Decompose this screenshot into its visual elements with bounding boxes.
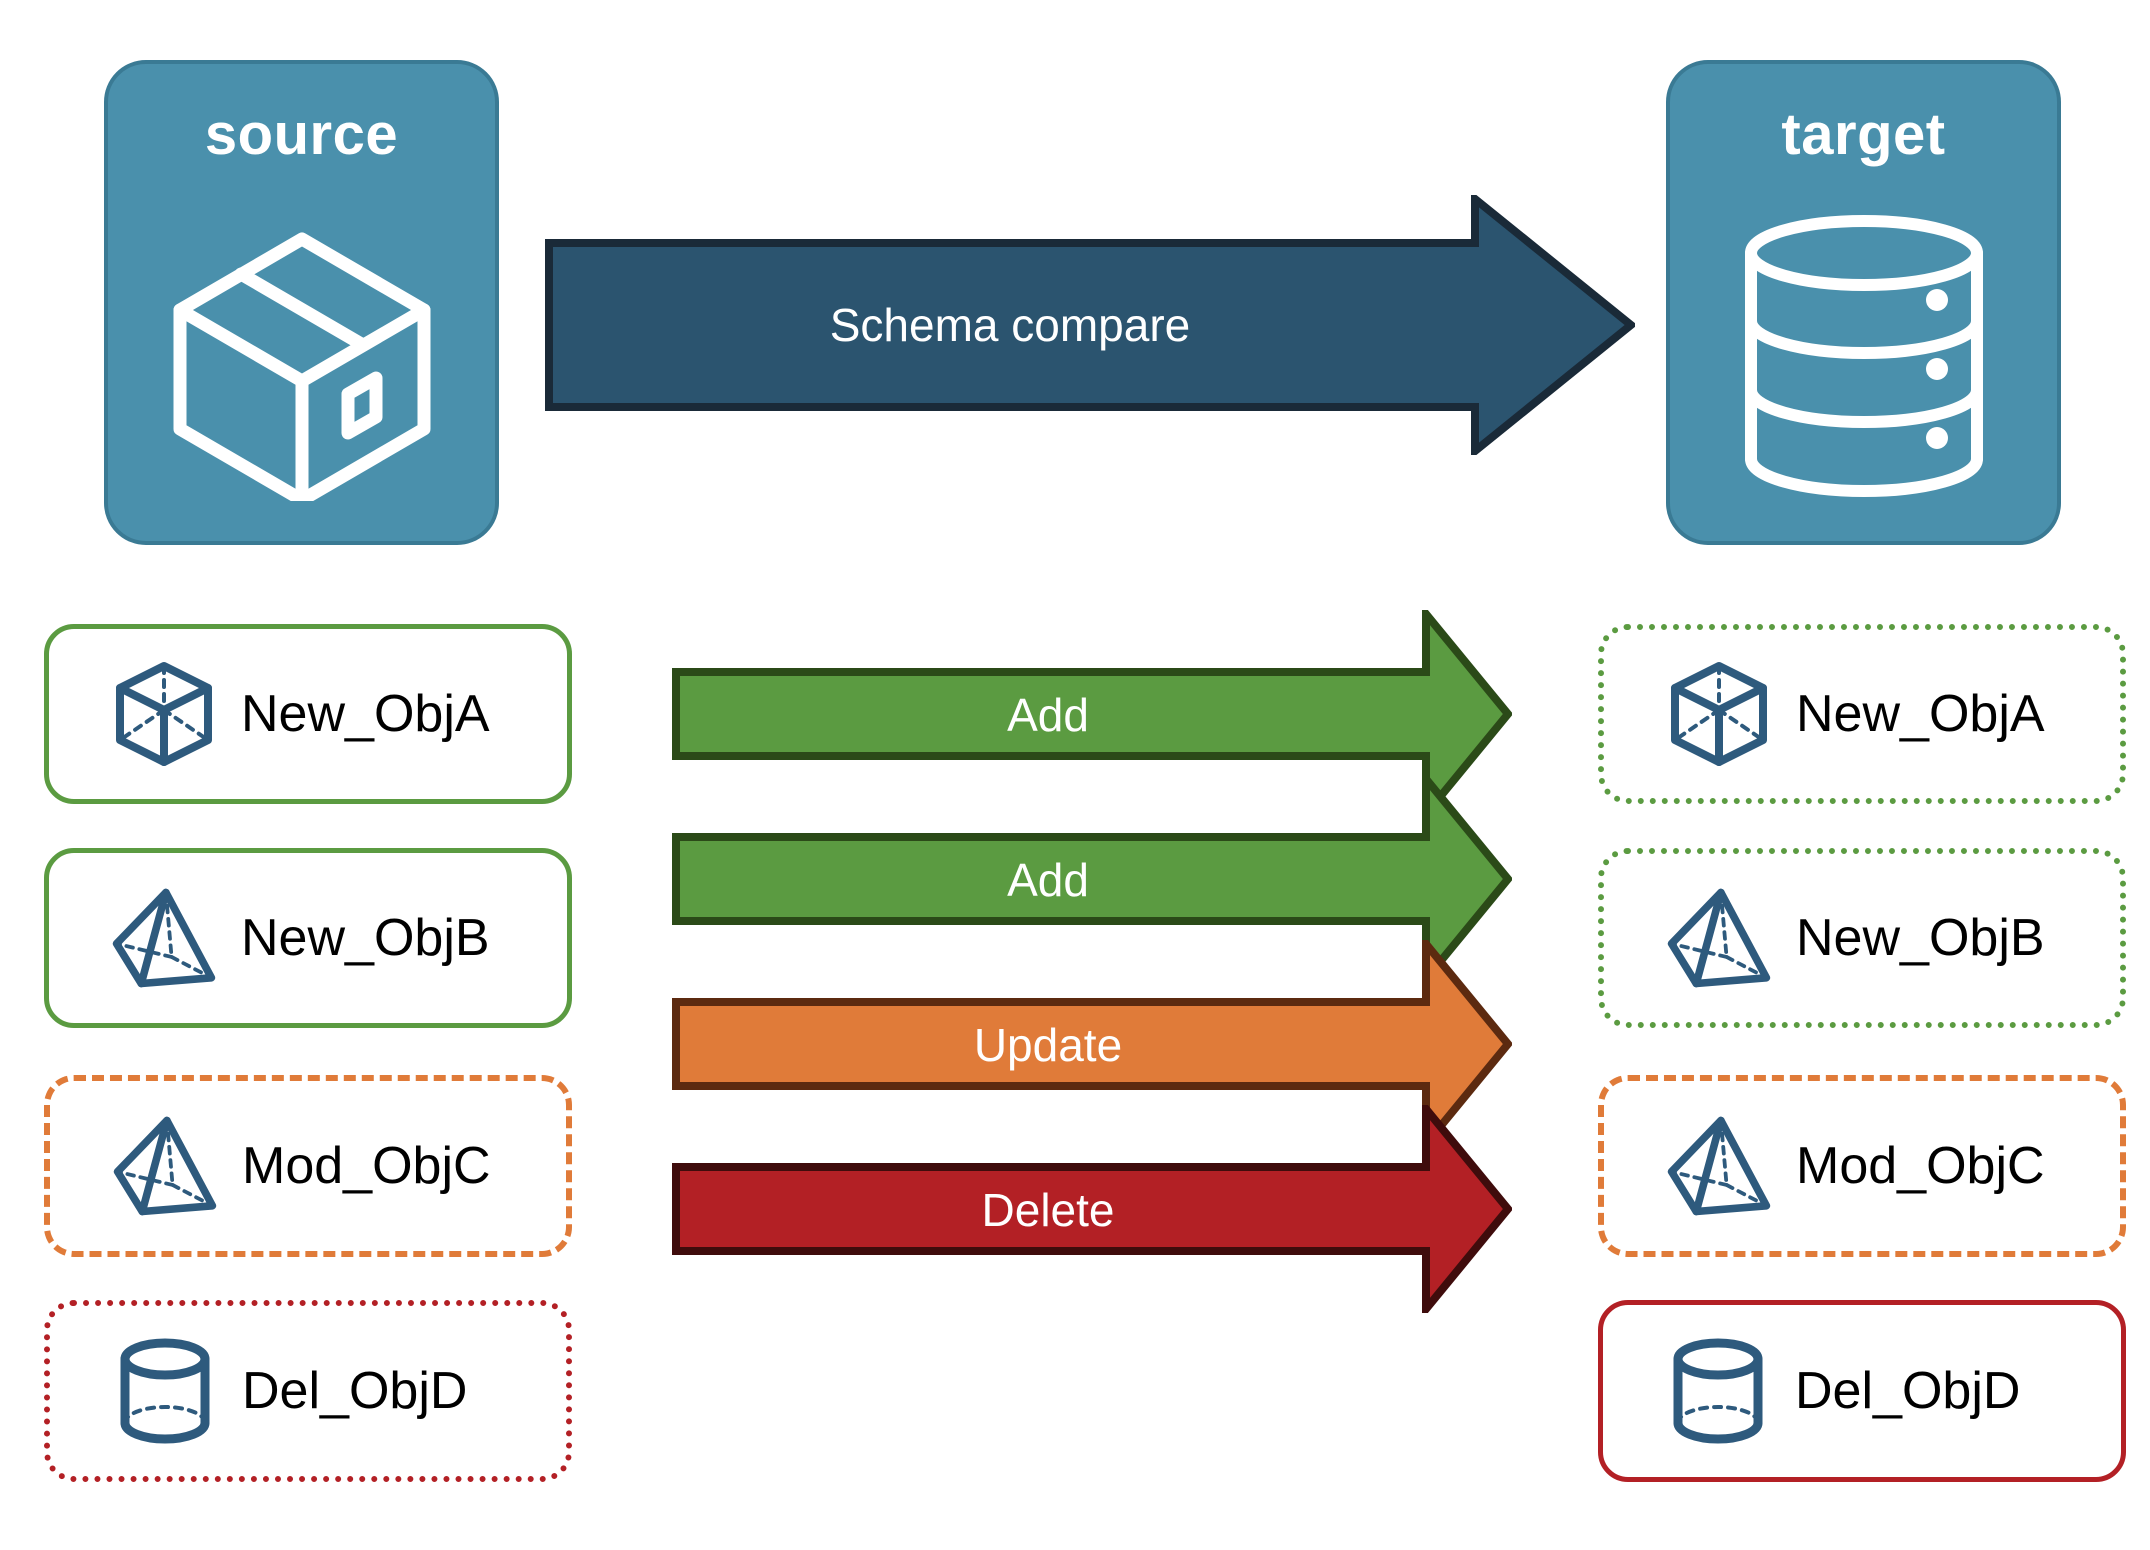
action-label-add-2: Add bbox=[1007, 854, 1089, 906]
wireframe-pyramid-icon bbox=[110, 1110, 220, 1222]
target-object-label: Mod_ObjC bbox=[1796, 1136, 2045, 1195]
source-object-label: New_ObjA bbox=[241, 684, 490, 743]
action-arrow-add-2[interactable] bbox=[672, 767, 1514, 991]
database-cylinder-icon bbox=[1670, 170, 2057, 541]
source-object-label: Del_ObjD bbox=[242, 1361, 468, 1420]
source-object-box-del-objd[interactable]: Del_ObjD bbox=[44, 1300, 572, 1482]
wireframe-pyramid-icon bbox=[1664, 882, 1774, 994]
source-endpoint-card[interactable]: source bbox=[104, 60, 499, 545]
source-object-label: New_ObjB bbox=[241, 908, 490, 967]
action-label-update: Update bbox=[973, 1019, 1123, 1071]
package-box-icon bbox=[108, 170, 495, 541]
target-object-box-del-objd[interactable]: Del_ObjD bbox=[1598, 1300, 2126, 1482]
target-object-box-mod-objc[interactable]: Mod_ObjC bbox=[1598, 1075, 2126, 1257]
wireframe-cube-icon bbox=[1664, 658, 1774, 770]
schema-compare-label: Schema compare bbox=[829, 299, 1191, 351]
wireframe-cylinder-icon bbox=[1663, 1335, 1773, 1447]
wireframe-pyramid-icon bbox=[1664, 1110, 1774, 1222]
target-object-label: New_ObjB bbox=[1796, 908, 2045, 967]
source-title: source bbox=[204, 102, 399, 167]
wireframe-cylinder-icon bbox=[110, 1335, 220, 1447]
action-label-add-1: Add bbox=[1007, 689, 1089, 741]
schema-compare-arrow[interactable] bbox=[545, 190, 1638, 460]
action-arrow-add-1[interactable] bbox=[672, 602, 1514, 826]
wireframe-cube-icon bbox=[109, 658, 219, 770]
source-object-label: Mod_ObjC bbox=[242, 1136, 491, 1195]
target-title: target bbox=[1781, 102, 1946, 167]
target-endpoint-card[interactable]: target bbox=[1666, 60, 2061, 545]
source-object-box-new-obja[interactable]: New_ObjA bbox=[44, 624, 572, 804]
source-object-box-mod-objc[interactable]: Mod_ObjC bbox=[44, 1075, 572, 1257]
action-label-delete: Delete bbox=[981, 1184, 1115, 1236]
action-arrow-delete[interactable] bbox=[672, 1097, 1514, 1321]
action-arrow-update[interactable] bbox=[672, 932, 1514, 1156]
wireframe-pyramid-icon bbox=[109, 882, 219, 994]
target-object-label: Del_ObjD bbox=[1795, 1361, 2021, 1420]
target-object-box-new-obja[interactable]: New_ObjA bbox=[1598, 624, 2126, 804]
target-object-box-new-objb[interactable]: New_ObjB bbox=[1598, 848, 2126, 1028]
source-object-box-new-objb[interactable]: New_ObjB bbox=[44, 848, 572, 1028]
target-object-label: New_ObjA bbox=[1796, 684, 2045, 743]
